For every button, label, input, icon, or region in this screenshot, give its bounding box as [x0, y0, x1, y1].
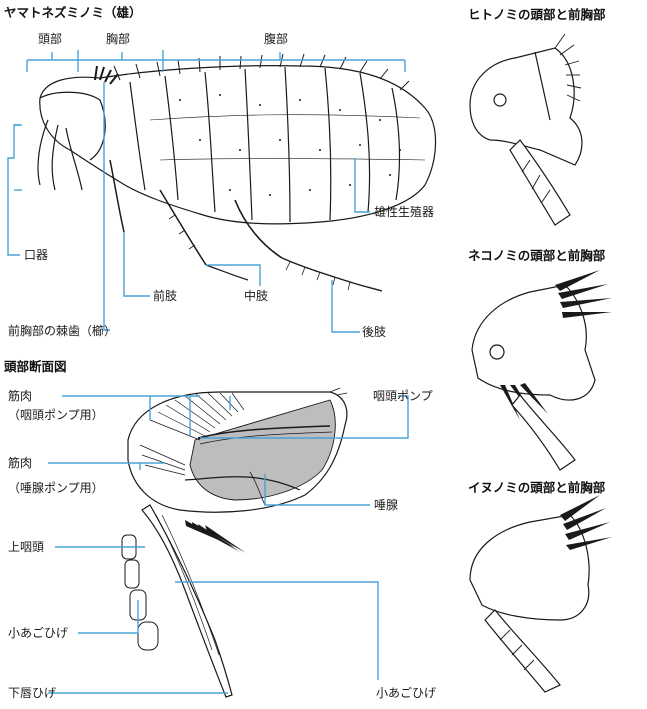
flea-title: ヤマトネズミノミ（雄）: [4, 5, 142, 20]
leader-pharynx-pump: [200, 395, 409, 439]
section-shaded-region: [189, 399, 336, 501]
leader-muscle1: [62, 395, 231, 436]
label-salivary-gland: 唾腺: [374, 498, 399, 512]
label-muscle2-note: （唾腺ポンプ用）: [8, 481, 104, 495]
flea-hindleg: [234, 199, 283, 259]
leader-male-genitalia: [354, 158, 370, 213]
label-maxillary-palp-left: 小あごひげ: [8, 626, 69, 640]
leader-pronotal-comb: [103, 82, 110, 331]
label-mouthparts: 口器: [24, 248, 49, 262]
label-epipharynx: 上咽頭: [8, 540, 45, 554]
label-thorax: 胸部: [106, 32, 131, 46]
label-male-genitalia: 雄性生殖器: [374, 205, 435, 219]
label-head: 頭部: [38, 32, 63, 46]
leader-midleg: [206, 264, 261, 286]
leader-maxillary-palp-left: [78, 600, 139, 634]
leader-foreleg: [123, 232, 150, 297]
label-maxillary-palp-right: 小あごひげ: [376, 686, 437, 700]
section-title: 頭部断面図: [4, 359, 67, 374]
panel-cat-flea-drawing: [471, 270, 612, 471]
label-muscle1: 筋肉: [8, 389, 33, 403]
label-muscle2: 筋肉: [8, 456, 33, 470]
panel-dog-flea-drawing: [469, 495, 612, 693]
label-midleg: 中肢: [244, 289, 269, 303]
label-pronotal-comb: 前胸部の棘歯（櫛）: [8, 324, 117, 338]
panel-human-title: ヒトノミの頭部と前胸部: [468, 7, 606, 22]
head-section-illustration: [121, 387, 348, 698]
label-abdomen: 腹部: [264, 32, 289, 46]
region-brackets: [26, 50, 406, 72]
flea-leader-lines: [7, 82, 370, 333]
flea-foreleg: [109, 159, 125, 233]
leader-hindleg: [331, 280, 360, 333]
leader-maxillary-palp-right: [175, 581, 379, 680]
flea-body-outline: [39, 65, 437, 225]
label-muscle1-note: （咽頭ポンプ用）: [8, 408, 104, 422]
flea-illustration: [37, 53, 437, 292]
flea-midleg: [159, 189, 207, 266]
section-stylet: [141, 504, 233, 698]
label-foreleg: 前肢: [153, 289, 178, 303]
leader-muscle2: [48, 462, 165, 470]
flea-head: [39, 91, 106, 161]
panel-cat-title: ネコノミの頭部と前胸部: [468, 248, 606, 263]
panel-dog-title: イヌノミの頭部と前胸部: [468, 480, 606, 495]
label-pharynx-pump: 咽頭ポンプ: [373, 389, 433, 403]
label-labial-palp: 下唇ひげ: [8, 686, 57, 700]
label-hindleg: 後肢: [362, 325, 387, 339]
section-leader-lines: [48, 395, 409, 694]
leader-salivary-gland: [264, 474, 370, 506]
panel-human-flea-drawing: [469, 33, 583, 226]
